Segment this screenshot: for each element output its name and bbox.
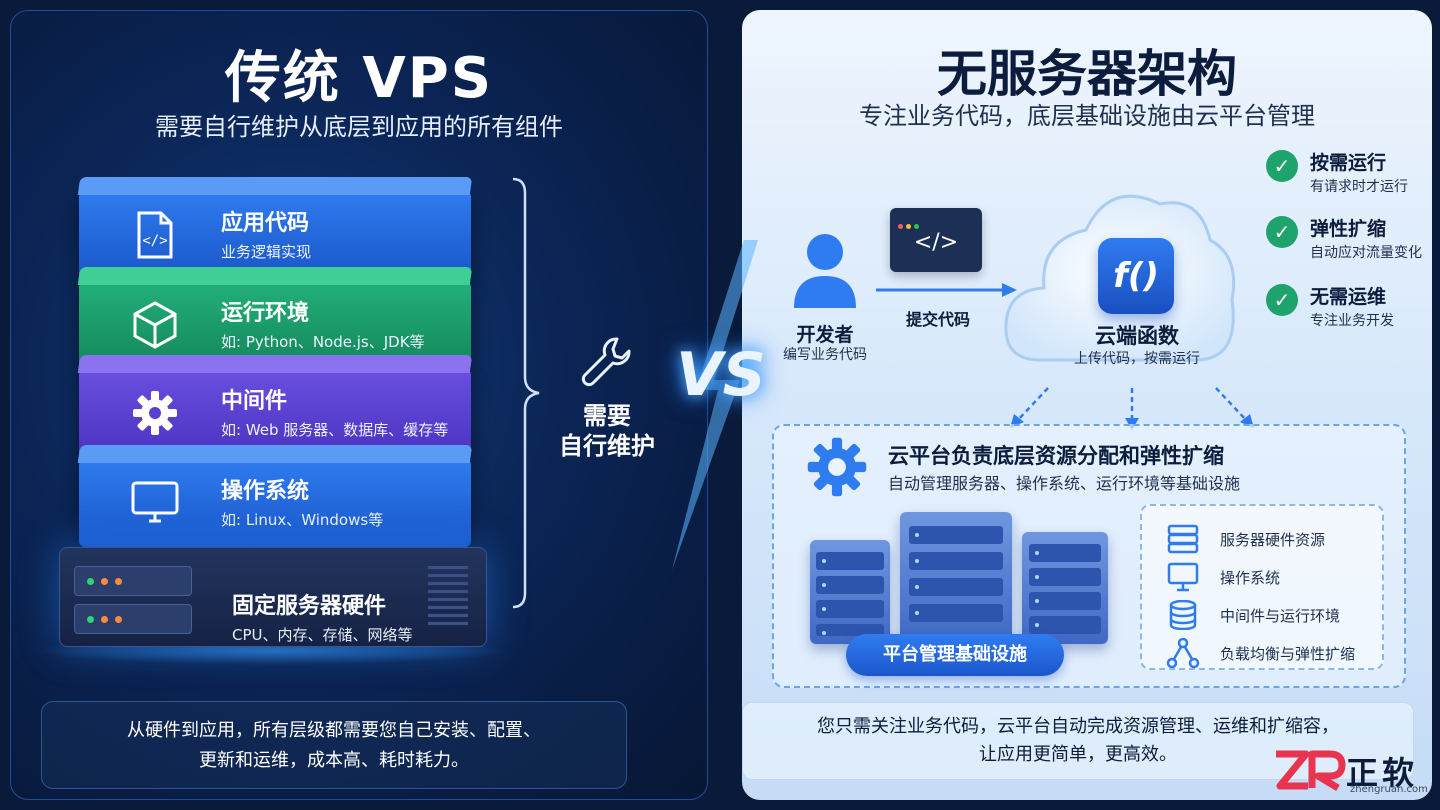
list-item: 操作系统 xyxy=(1166,562,1386,592)
svg-text:</>: </> xyxy=(142,233,167,249)
layer-title: 应用代码 xyxy=(221,211,310,236)
feature-title: 弹性扩缩 xyxy=(1310,218,1387,240)
left-note: 从硬件到应用，所有层级都需要您自己安装、配置、 更新和运维，成本高、耗时耗力。 xyxy=(41,701,627,789)
platform-managed-button: 平台管理基础设施 xyxy=(846,634,1064,676)
right-note: 您只需关注业务代码，云平台自动完成资源管理、运维和扩缩容， 让应用更简单，更高效… xyxy=(742,702,1414,780)
developer-icon xyxy=(794,234,856,308)
layer-desc: 业务逻辑实现 xyxy=(221,243,312,261)
layer-app-code: </> 应用代码 业务逻辑实现 xyxy=(77,177,473,279)
infra-title: 云平台负责底层资源分配和弹性扩缩 xyxy=(888,444,1224,468)
submit-arrow xyxy=(876,283,1017,297)
note-line: 您只需关注业务代码，云平台自动完成资源管理、运维和扩缩容， xyxy=(817,716,1339,737)
note-line: 从硬件到应用，所有层级都需要您自己安装、配置、 xyxy=(127,720,541,741)
note-line: 更新和运维，成本高、耗时耗力。 xyxy=(199,750,469,771)
resource-label: 操作系统 xyxy=(1220,569,1281,587)
infra-desc: 自动管理服务器、操作系统、运行环境等基础设施 xyxy=(888,474,1241,493)
developer-desc: 编写业务代码 xyxy=(783,347,867,363)
list-item: 服务器硬件资源 xyxy=(1166,524,1386,554)
layer-desc: CPU、内存、存储、网络等 xyxy=(232,626,413,644)
developer-name: 开发者 xyxy=(796,324,854,346)
server-rack xyxy=(810,540,890,644)
server-slot xyxy=(74,604,192,634)
list-item: 中间件与运行环境 xyxy=(1166,600,1386,630)
gear-icon xyxy=(133,391,177,435)
layer-title: 中间件 xyxy=(221,389,288,414)
resource-label: 中间件与运行环境 xyxy=(1220,607,1341,625)
vent-grille xyxy=(428,566,468,630)
feature-desc: 有请求时才运行 xyxy=(1310,179,1408,195)
maintain-line: 自行维护 xyxy=(559,432,655,460)
server-rack xyxy=(900,512,1012,646)
layer-os: 操作系统 如: Linux、Windows等 xyxy=(77,445,473,547)
layer-desc: 如: Python、Node.js、JDK等 xyxy=(221,333,425,351)
monitor-icon xyxy=(131,481,179,523)
layer-hardware: 固定服务器硬件 CPU、内存、存储、网络等 xyxy=(59,547,487,647)
feature-desc: 自动应对流量变化 xyxy=(1310,245,1422,261)
right-title: 无服务器架构 xyxy=(937,45,1237,103)
zr-logo-icon xyxy=(1276,750,1346,792)
left-title: 传统 VPS xyxy=(224,46,494,111)
resource-label: 服务器硬件资源 xyxy=(1220,531,1326,549)
layer-title: 操作系统 xyxy=(221,479,310,504)
layer-middleware: 中间件 如: Web 服务器、数据库、缓存等 xyxy=(77,355,473,457)
function-desc: 上传代码，按需运行 xyxy=(1074,351,1200,367)
list-item: 负载均衡与弹性扩缩 xyxy=(1166,638,1386,668)
layer-title: 运行环境 xyxy=(221,301,310,326)
cube-icon xyxy=(133,301,177,349)
network-nodes-icon xyxy=(1166,638,1200,668)
check-icon: ✓ xyxy=(1266,216,1298,248)
layer-desc: 如: Linux、Windows等 xyxy=(221,511,384,529)
check-icon: ✓ xyxy=(1266,284,1298,316)
database-icon xyxy=(1169,600,1197,630)
brand-name: 正软 xyxy=(1346,754,1419,792)
server-rack xyxy=(1022,532,1108,644)
function-icon: f() xyxy=(1098,238,1174,314)
maintain-label: 需要 自行维护 xyxy=(551,401,663,461)
check-icon: ✓ xyxy=(1266,150,1298,182)
function-name: 云端函数 xyxy=(1095,324,1179,348)
layer-title: 固定服务器硬件 xyxy=(232,594,387,619)
submit-label: 提交代码 xyxy=(905,310,970,329)
left-subtitle: 需要自行维护从底层到应用的所有组件 xyxy=(155,113,563,141)
layer-desc: 如: Web 服务器、数据库、缓存等 xyxy=(221,421,449,439)
monitor-icon xyxy=(1167,562,1199,592)
vs-label: VS xyxy=(676,340,766,410)
traditional-vps-panel: 传统 VPS 需要自行维护从底层到应用的所有组件 </> 应用代码 业务逻辑实现… xyxy=(10,10,708,800)
server-slot xyxy=(74,566,192,596)
serverless-panel: 无服务器架构 专注业务代码，底层基础设施由云平台管理 开发者 编写业务代码 </… xyxy=(742,10,1432,800)
gear-icon xyxy=(807,437,867,497)
code-brackets-icon: </> xyxy=(913,230,959,255)
resource-label: 负载均衡与弹性扩缩 xyxy=(1220,645,1356,663)
resource-list: 服务器硬件资源 操作系统 中间件与运行环境 xyxy=(1140,504,1384,670)
code-window: </> xyxy=(890,208,982,272)
wrench-icon xyxy=(581,337,631,387)
feature-desc: 专注业务开发 xyxy=(1310,313,1394,329)
right-subtitle: 专注业务代码，底层基础设施由云平台管理 xyxy=(859,102,1315,130)
lightning-bolt xyxy=(672,240,758,570)
maintain-line: 需要 xyxy=(583,402,631,430)
feature-title: 按需运行 xyxy=(1310,152,1387,174)
note-line: 让应用更简单，更高效。 xyxy=(979,744,1177,765)
brace-bracket xyxy=(512,177,540,609)
code-file-icon: </> xyxy=(137,211,173,259)
server-icon xyxy=(1167,524,1199,554)
layer-runtime: 运行环境 如: Python、Node.js、JDK等 xyxy=(77,267,473,369)
feature-title: 无需运维 xyxy=(1310,286,1387,308)
brand-url: zhengruan.com xyxy=(1350,784,1428,795)
